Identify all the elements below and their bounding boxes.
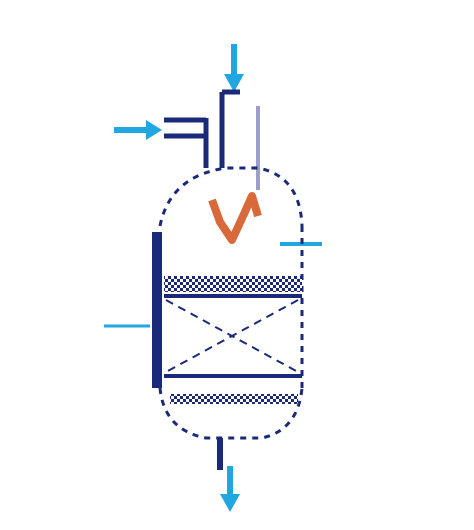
support-plate	[170, 394, 298, 404]
vessel-left-wall	[152, 232, 162, 388]
vessel-bottom-dome	[158, 387, 304, 440]
outlet-arrow	[220, 466, 240, 512]
bed-top-grid	[164, 276, 302, 292]
top-inlet-arrow	[224, 44, 244, 92]
left-inlet-arrow	[114, 120, 162, 140]
feed-pipes	[164, 89, 240, 168]
heater-element	[208, 192, 262, 244]
vessel-top-dome	[158, 166, 304, 227]
bed-cross-bracing	[165, 299, 299, 373]
